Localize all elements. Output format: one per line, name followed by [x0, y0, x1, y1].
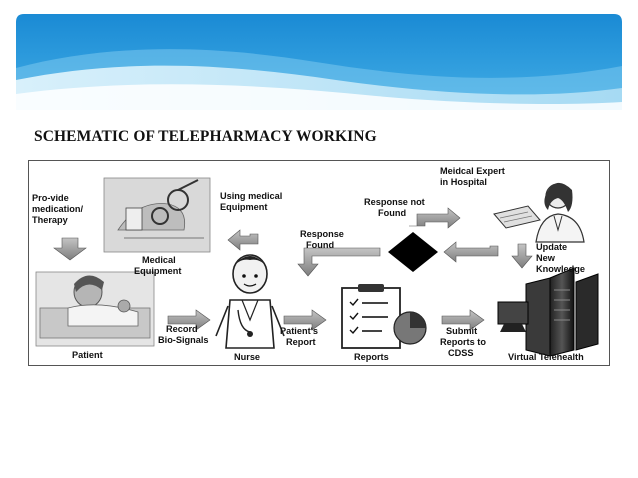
- telepharmacy-diagram: Pro-vide medication/ Therapy Using medic…: [28, 160, 610, 366]
- label-record-1: Record: [166, 324, 198, 334]
- label-medical-expert-1: Meidcal Expert: [440, 166, 505, 176]
- label-response-found-1: Response: [300, 229, 344, 239]
- label-submit-2: Reports to: [440, 337, 486, 347]
- label-update-1: Update: [536, 242, 567, 252]
- label-patients-report-2: Report: [286, 337, 316, 347]
- label-nurse: Nurse: [234, 352, 260, 362]
- label-provide-medication-3: Therapy: [32, 215, 69, 225]
- arrow-response-not-found: [409, 207, 461, 229]
- arrow-to-equipment: [227, 229, 259, 251]
- header-banner: [16, 14, 622, 110]
- label-medical-equipment-1: Medical: [142, 255, 176, 265]
- label-patients-report-1: Patient's: [280, 326, 318, 336]
- nurse-image: [215, 254, 285, 349]
- label-provide-medication-2: medication/: [32, 204, 83, 214]
- label-response-not-found-1: Response not: [364, 197, 425, 207]
- label-submit-3: CDSS: [448, 348, 474, 358]
- arrow-response-found: [297, 247, 381, 277]
- label-submit-1: Submit: [446, 326, 477, 336]
- label-response-not-found-2: Found: [378, 208, 406, 218]
- arrow-submit-reports: [441, 309, 485, 331]
- label-update-3: Knowledge: [536, 264, 585, 274]
- label-record-2: Bio-Signals: [158, 335, 209, 345]
- arrow-record-bio-signals: [167, 309, 211, 331]
- server-image: [497, 267, 599, 357]
- label-using-medical-1: Using medical: [220, 191, 282, 201]
- slide-title: SCHEMATIC OF TELEPHARMACY WORKING: [34, 128, 377, 145]
- label-patient: Patient: [72, 350, 103, 360]
- medical-equipment-image: [103, 177, 211, 253]
- label-medical-equipment-2: Equipment: [134, 266, 181, 276]
- label-reports: Reports: [354, 352, 389, 362]
- arrow-to-decision: [443, 241, 499, 263]
- label-virtual-telehealth: Virtual Telehealth: [508, 352, 584, 362]
- label-provide-medication-1: Pro-vide: [32, 193, 69, 203]
- medical-expert-image: [493, 182, 585, 243]
- arrow-update-knowledge: [511, 243, 533, 269]
- patient-image: [35, 271, 155, 347]
- label-update-2: New: [536, 253, 556, 263]
- arrow-patients-report: [283, 309, 327, 331]
- label-response-found-2: Found: [306, 240, 334, 250]
- arrow-to-patient: [53, 237, 87, 261]
- reports-image: [341, 284, 427, 349]
- decision-diamond: [388, 232, 438, 272]
- label-using-medical-2: Equipment: [220, 202, 267, 212]
- label-medical-expert-2: in Hospital: [440, 177, 487, 187]
